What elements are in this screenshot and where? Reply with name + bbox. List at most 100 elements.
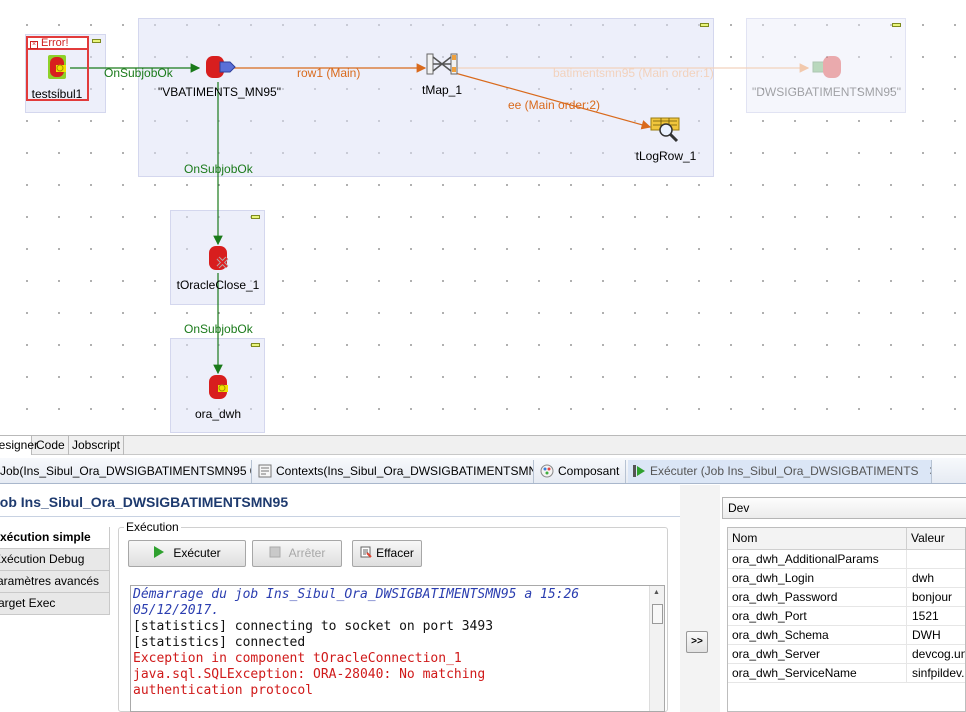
context-select[interactable]: Dev: [722, 497, 966, 519]
table-row[interactable]: ora_dwh_AdditionalParams: [728, 550, 965, 569]
tab-jobscript[interactable]: Jobscript: [69, 436, 125, 455]
error-label: Error!: [41, 37, 69, 49]
tab-designer[interactable]: Designer: [0, 436, 38, 455]
context-name-cell: ora_dwh_Login: [732, 571, 815, 585]
context-value-cell[interactable]: devcog.un: [912, 647, 966, 661]
component-label: "VBATIMENTS_MN95": [158, 85, 281, 99]
context-value-cell[interactable]: dwh: [912, 571, 935, 585]
table-row[interactable]: ora_dwh_Login dwh: [728, 569, 965, 588]
component-ora-dwh[interactable]: ora_dwh: [185, 374, 251, 421]
column-header-name[interactable]: Nom: [732, 531, 758, 545]
link-label-onsubjob-2[interactable]: OnSubjobOk: [184, 162, 253, 176]
tab-job-label: Job(Ins_Sibul_Ora_DWSIGBATIMENTSMN95 0.1: [0, 464, 252, 478]
panel-divider: [680, 485, 720, 712]
component-label: tOracleClose_1: [176, 278, 260, 292]
clear-console-icon: [360, 546, 372, 558]
link-label-batiments[interactable]: batimentsmn95 (Main order:1): [553, 66, 714, 80]
clear-button-label: Effacer: [376, 546, 414, 560]
column-divider: [906, 626, 907, 645]
console-line: 05/12/2017.: [133, 603, 220, 618]
console-output[interactable]: Démarrage du job Ins_Sibul_Ora_DWSIGBATI…: [130, 585, 665, 712]
console-line: Démarrage du job Ins_Sibul_Ora_DWSIGBATI…: [133, 587, 580, 602]
link-label-onsubjob-1[interactable]: OnSubjobOk: [104, 66, 173, 80]
context-value-cell[interactable]: bonjour: [912, 590, 953, 604]
column-header-value[interactable]: Valeur: [911, 531, 945, 545]
column-divider: [906, 550, 907, 569]
console-line: authentication protocol: [133, 683, 314, 698]
component-tlogrow-1[interactable]: tLogRow_1: [634, 116, 698, 163]
tab-target-exec[interactable]: Target Exec: [0, 593, 110, 615]
component-tmap-1[interactable]: tMap_1: [417, 52, 467, 97]
subjob-dwsig[interactable]: [746, 18, 906, 113]
console-scroll-thumb[interactable]: [652, 604, 663, 624]
tab-execution-simple[interactable]: Exécution simple: [0, 527, 110, 549]
console-scrollbar[interactable]: ▲: [649, 586, 664, 711]
stop-button-label: Arrêter: [288, 546, 326, 560]
subjob-minimize-toggle[interactable]: [892, 23, 901, 27]
context-value-cell[interactable]: sinfpildev.: [912, 666, 965, 680]
component-dwsigbatimentsmn95[interactable]: "DWSIGBATIMENTSMN95": [752, 54, 901, 99]
console-line: [statistics] connected: [133, 635, 306, 650]
play-icon: [154, 546, 165, 558]
oracle-input-icon: [206, 56, 236, 78]
close-tab-icon[interactable]: ✕: [929, 464, 931, 478]
context-value-cell[interactable]: DWH: [912, 628, 941, 642]
component-toracleclose-1[interactable]: tOracleClose_1: [175, 245, 261, 292]
context-name-cell: ora_dwh_ServiceName: [732, 666, 857, 680]
run-button[interactable]: Exécuter: [128, 540, 246, 567]
console-line: Exception in component tOracleConnection…: [133, 651, 462, 666]
tab-execution-debug[interactable]: Exécution Debug: [0, 549, 110, 571]
scroll-up-arrow-icon[interactable]: ▲: [653, 589, 660, 596]
tab-composant-label: Composant: [558, 464, 620, 478]
tab-executer-label: Exécuter (Job Ins_Sibul_Ora_DWSIGBATIMEN…: [650, 464, 919, 478]
oracle-close-icon: [209, 246, 229, 270]
component-label: tMap_1: [421, 83, 463, 97]
component-label: tLogRow_1: [635, 149, 697, 163]
link-label-ee[interactable]: ee (Main order:2): [508, 98, 601, 112]
table-row[interactable]: ora_dwh_ServiceName sinfpildev.: [728, 664, 965, 683]
tab-job[interactable]: Job(Ins_Sibul_Ora_DWSIGBATIMENTSMN95 0.1: [0, 460, 252, 483]
column-divider: [906, 569, 907, 588]
tab-contexts-label: Contexts(Ins_Sibul_Ora_DWSIGBATIMENTSMN9: [276, 464, 534, 478]
table-row[interactable]: ora_dwh_Server devcog.un: [728, 645, 965, 664]
design-canvas[interactable]: OnSubjobOk row1 (Main) batimentsmn95 (Ma…: [0, 0, 966, 435]
subjob-minimize-toggle[interactable]: [700, 23, 709, 27]
tab-executer[interactable]: Exécuter (Job Ins_Sibul_Ora_DWSIGBATIMEN…: [628, 460, 932, 483]
error-icon: ×: [30, 41, 38, 49]
tab-contexts[interactable]: Contexts(Ins_Sibul_Ora_DWSIGBATIMENTSMN9: [254, 460, 534, 483]
subjob-main[interactable]: [138, 18, 714, 177]
component-label: "DWSIGBATIMENTSMN95": [752, 85, 901, 99]
stop-icon: [269, 546, 281, 558]
context-name-cell: ora_dwh_Password: [732, 590, 838, 604]
link-label-row1[interactable]: row1 (Main): [297, 66, 361, 80]
contexts-icon: [258, 464, 272, 478]
tab-code[interactable]: Code: [33, 436, 69, 455]
console-line: java.sql.SQLException: ORA-28040: No mat…: [133, 667, 486, 682]
subjob-minimize-toggle[interactable]: [251, 343, 260, 347]
component-label: ora_dwh: [194, 407, 242, 421]
context-value-cell[interactable]: 1521: [912, 609, 939, 623]
component-testsibul1[interactable]: testsibul1: [29, 54, 85, 101]
link-label-onsubjob-3[interactable]: OnSubjobOk: [184, 322, 253, 336]
component-vbatiments-mn95[interactable]: "VBATIMENTS_MN95": [158, 54, 281, 99]
oracle-output-icon: [812, 56, 841, 78]
editor-tab-bar: Job(Ins_Sibul_Ora_DWSIGBATIMENTSMN95 0.1…: [0, 458, 966, 484]
clear-button[interactable]: Effacer: [352, 540, 422, 567]
tab-composant[interactable]: Composant: [536, 460, 626, 483]
connection-wires: [70, 63, 810, 375]
table-header: Nom Valeur: [728, 528, 965, 550]
subjob-minimize-toggle[interactable]: [92, 39, 101, 43]
column-divider: [906, 645, 907, 664]
run-button-label: Exécuter: [173, 546, 221, 560]
stop-button[interactable]: Arrêter: [252, 540, 342, 567]
column-divider: [906, 588, 907, 607]
context-name-cell: ora_dwh_Server: [732, 647, 821, 661]
expand-context-button[interactable]: >>: [686, 631, 708, 653]
execution-group-label: Exécution: [124, 520, 181, 534]
table-row[interactable]: ora_dwh_Password bonjour: [728, 588, 965, 607]
tab-advanced-settings[interactable]: Paramètres avancés: [0, 571, 110, 593]
link-ee: [454, 72, 652, 130]
subjob-minimize-toggle[interactable]: [251, 215, 260, 219]
